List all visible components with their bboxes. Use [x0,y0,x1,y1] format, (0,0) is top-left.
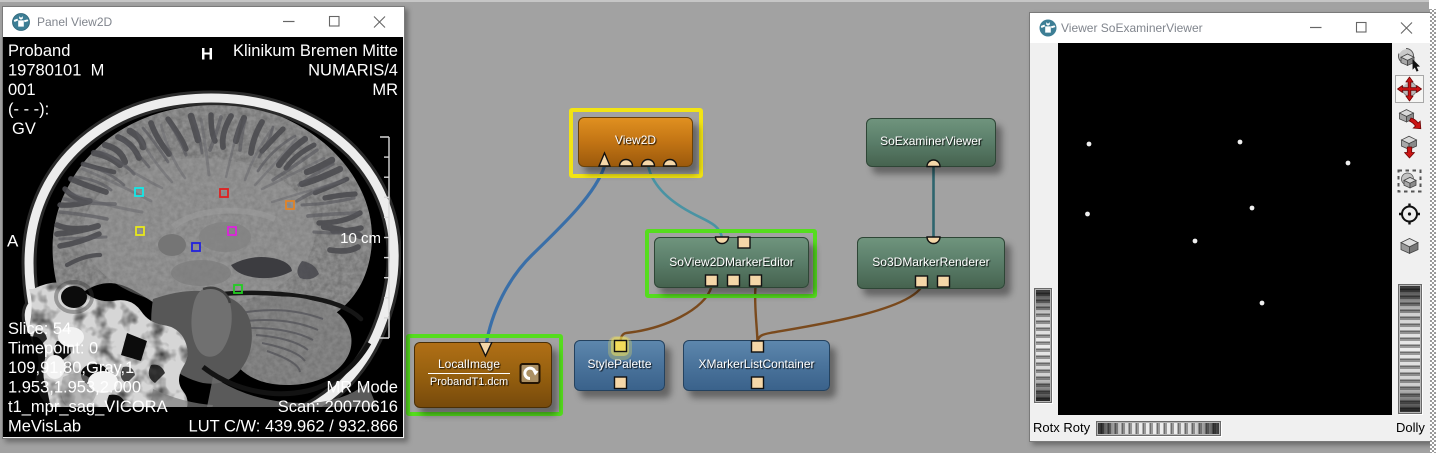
svg-text:A: A [7,232,19,251]
svg-text:LUT C/W: 439.962 / 932.866: LUT C/W: 439.962 / 932.866 [189,418,398,436]
svg-text:H: H [201,45,213,64]
svg-text:Klinikum Bremen Mitte: Klinikum Bremen Mitte [233,42,398,60]
svg-text:(- - -):: (- - -): [8,101,49,119]
svg-text:MeVisLab: MeVisLab [8,418,81,436]
svg-text:Proband: Proband [8,42,70,60]
svg-text:19780101 M: 19780101 M [8,62,104,80]
svg-text:GV: GV [12,120,36,138]
svg-text:Timepoint: 0: Timepoint: 0 [8,340,98,358]
svg-text:NUMARIS/4: NUMARIS/4 [308,62,398,80]
svg-text:001: 001 [8,81,36,99]
svg-text:MR: MR [372,81,398,99]
svg-text:10 cm: 10 cm [340,230,381,247]
svg-text:MR Mode: MR Mode [326,379,398,397]
svg-text:t1_mpr_sag_VICORA: t1_mpr_sag_VICORA [8,398,168,416]
svg-text:1.953,1.953,2.000: 1.953,1.953,2.000 [8,379,141,397]
svg-text:109,91,80,Gray,1: 109,91,80,Gray,1 [8,359,134,377]
svg-text:Slice: 54: Slice: 54 [8,320,71,338]
svg-text:Scan: 20070616: Scan: 20070616 [278,398,398,416]
